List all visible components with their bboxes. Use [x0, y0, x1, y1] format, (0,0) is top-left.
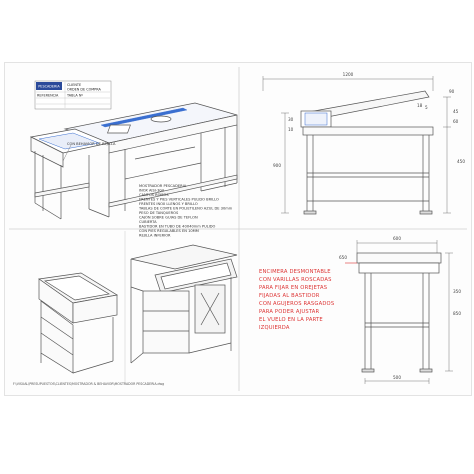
spec-line-0: MOSTRADOR PESCADERIA: [139, 184, 187, 188]
red-note-line-3: FIJADAS AL BASTIDOR: [259, 293, 320, 299]
spec-line-5: TABLAS DE CORTE EN POLIETILENO AZUL DE 3…: [138, 207, 233, 211]
front-elevation: [262, 76, 451, 215]
spec-line-10: CON PIES REGULABLES EN 10MM: [139, 229, 199, 233]
counter-drawers-view: [130, 244, 238, 364]
red-note-line-7: IZQUIERDA: [259, 325, 290, 331]
red-note: ENCIMERA DESMONTABLE CON VARILLAS ROSCAD…: [259, 269, 334, 331]
spec-line-1: INOX AISI-304: [139, 189, 165, 193]
red-note-line-4: CON AGUJEROS RASGADOS: [259, 301, 334, 307]
counter-3d-view: [29, 102, 238, 220]
title-row2-value: TABLA Nº: [66, 94, 83, 98]
side-dim-top: 600: [393, 236, 401, 241]
footer-path: F:\VISUAL\PRESUPUESTOS\CLIENTES\MOSTRADO…: [13, 382, 164, 386]
left-trough: [38, 132, 100, 150]
round-basin: [150, 115, 172, 123]
dim-side-a: 90: [449, 89, 455, 94]
dim-small-b: 5: [425, 105, 428, 110]
red-note-line-1: CON VARILLAS ROSCADAS: [259, 277, 332, 283]
side-dim-height: 850: [453, 311, 461, 316]
spec-line-2: CANTOS ROMOS: [139, 193, 169, 197]
module-3d-view: [38, 272, 118, 374]
drawing-canvas: PESCADERIA CLIENTE ORDEN DE COMPRA REFER…: [9, 67, 467, 391]
spec-line-6: PESO DE TANQUEROS: [139, 211, 179, 215]
spec-line-4: FRENTES INOX LLENOS Y BRILLO: [139, 202, 198, 206]
dim-left-a: 30: [288, 117, 294, 122]
spec-line-7: CAJÓN SOBRE GUIAS DE TEFLON: [139, 215, 198, 220]
side-dim-b: 350: [453, 289, 461, 294]
square-basin: [107, 124, 131, 134]
title-row2-label: REFERENCIA: [37, 94, 59, 98]
spec-line-11: REJILLA INFERIOR: [139, 234, 171, 238]
front-basin: [304, 112, 328, 126]
spec-line-9: BASTIDOR EN TUBO DE 40X40mm PULIDO: [139, 225, 216, 229]
red-note-line-6: EL VUELO EN LA PARTE: [259, 317, 323, 323]
red-note-line-5: PARA PODER AJUSTAR: [259, 309, 320, 315]
side-dim-bottom: 500: [393, 375, 401, 380]
title-row1-label: CLIENTE: [67, 83, 81, 87]
spec-line-3: FRENTES Y PIES VERTICALES PULIDO BRILLO: [139, 198, 219, 202]
red-note-line-0: ENCIMERA DESMONTABLE: [259, 269, 331, 275]
spec-line-8: CUBIERTA: [139, 220, 157, 224]
dim-left-b: 10: [288, 127, 294, 132]
spec-list: MOSTRADOR PESCADERIA INOX AISI-304 CANTO…: [138, 184, 233, 238]
dim-side-b: 45: [453, 109, 459, 114]
callout-leader: [62, 144, 72, 162]
side-elevation: [345, 240, 453, 384]
top-accent-strip: [100, 107, 188, 128]
title-block: PESCADERIA CLIENTE ORDEN DE COMPRA REFER…: [34, 80, 112, 110]
side-dim-label-top: 650: [339, 255, 347, 260]
dim-height: 450: [457, 159, 465, 164]
basin-callout: CON BEHAVIOR DE REJILLA: [67, 142, 116, 146]
dim-depth: 900: [273, 163, 281, 168]
dim-width: 1200: [343, 72, 354, 77]
dim-small-a: 18: [417, 103, 423, 108]
dim-side-c: 60: [453, 119, 459, 124]
logo-badge: [36, 82, 62, 90]
title-row1-value: ORDEN DE COMPRA: [67, 88, 101, 92]
red-note-line-2: PARA FIJAR EN OREJETAS: [259, 285, 327, 291]
logo-text: PESCADERIA: [38, 85, 60, 89]
drawing-sheet: PESCADERIA CLIENTE ORDEN DE COMPRA REFER…: [4, 62, 472, 396]
